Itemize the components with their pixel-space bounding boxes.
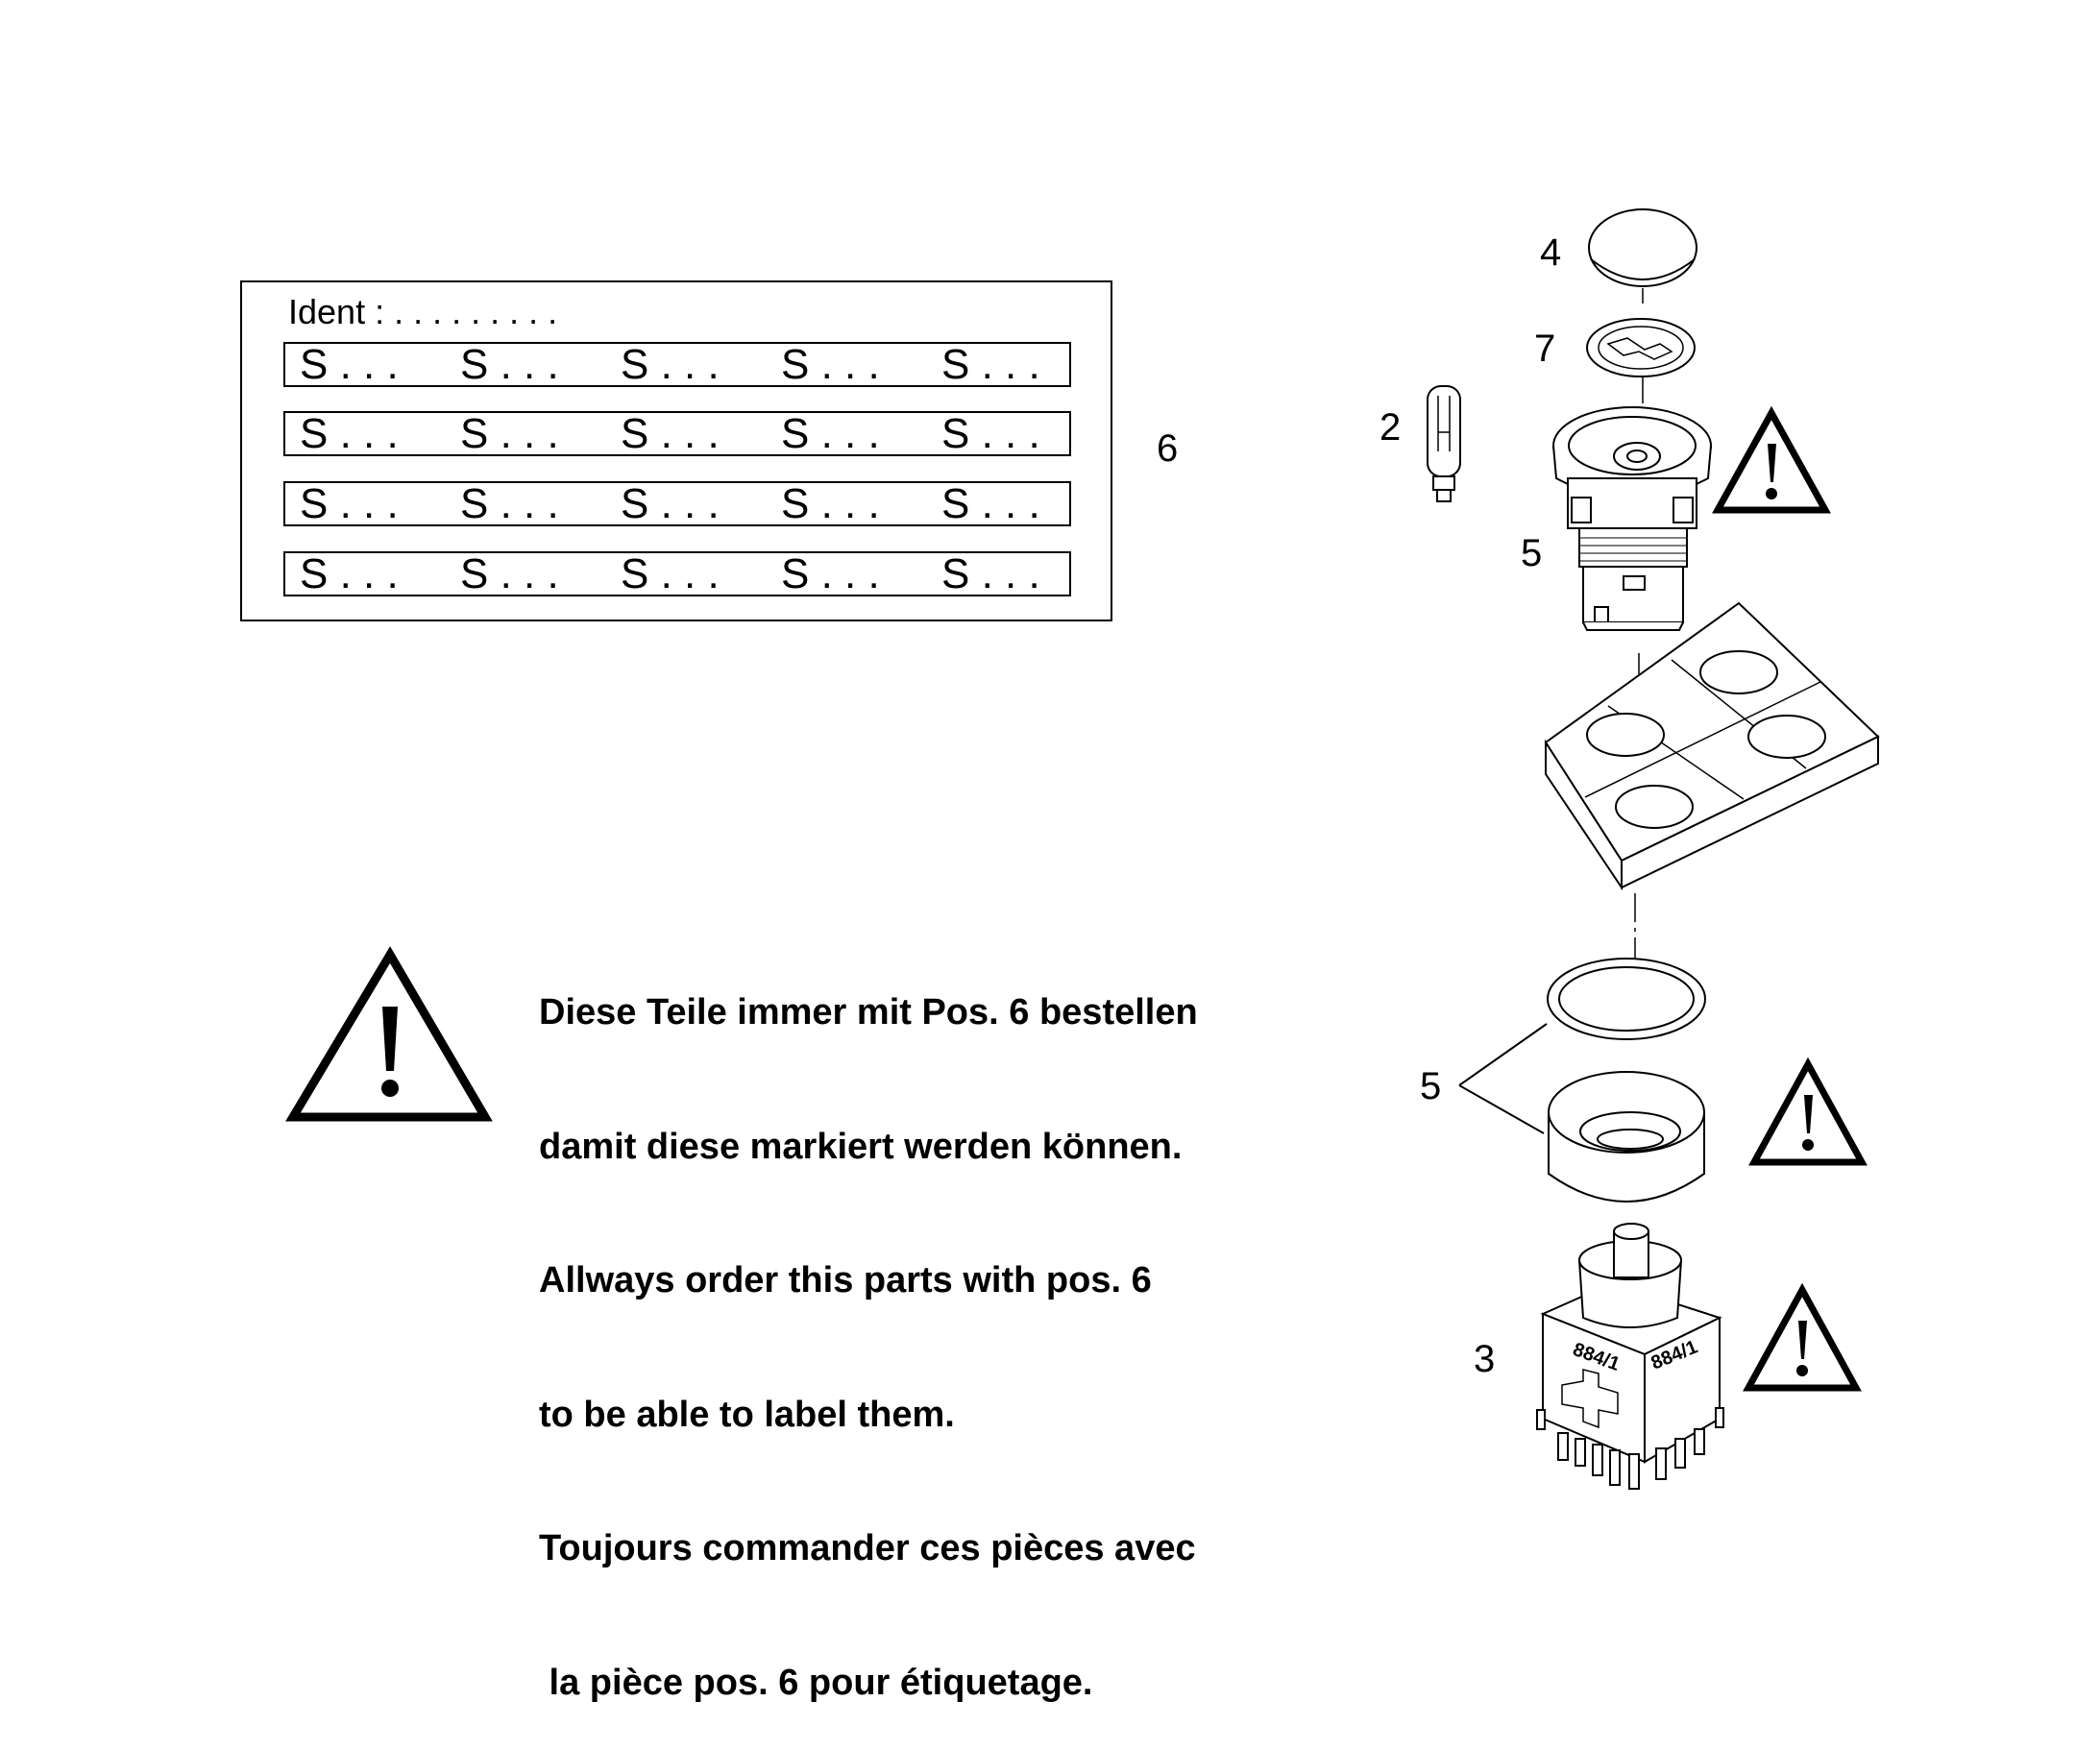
callout-6: 6 <box>1157 427 1178 470</box>
note-line: Allways order this parts with pos. 6 <box>539 1260 1152 1300</box>
callout-3: 3 <box>1474 1338 1495 1380</box>
label-cell: S . . . <box>460 550 559 597</box>
label-cell: S . . . <box>781 480 880 527</box>
warning-triangle-icon <box>1743 1282 1862 1392</box>
label-row-3: S . . . S . . . S . . . S . . . S . . . <box>283 480 1071 527</box>
label-sheet: Ident : . . . . . . . . . S . . . S . . … <box>240 280 1112 621</box>
ordering-note: Diese Teile immer mit Pos. 6 bestellen d… <box>539 901 1198 1750</box>
lens-insert-part <box>1586 318 1696 377</box>
note-line: to be able to label them. <box>539 1394 955 1435</box>
note-line: damit diese markiert werden können. <box>539 1126 1183 1167</box>
label-cell: S . . . <box>941 480 1040 527</box>
label-cell: S . . . <box>621 550 720 597</box>
label-cell: S . . . <box>941 410 1040 457</box>
label-cell: S . . . <box>941 341 1040 388</box>
label-cell: S . . . <box>300 550 399 597</box>
callout-5-rings: 5 <box>1420 1065 1441 1107</box>
ring-part <box>1547 958 1706 1040</box>
note-line: la pièce pos. 6 pour étiquetage. <box>539 1662 1093 1703</box>
warning-triangle-icon <box>1748 1057 1868 1166</box>
label-cell: S . . . <box>781 550 880 597</box>
cap-part <box>1588 208 1697 287</box>
label-row-4: S . . . S . . . S . . . S . . . S . . . <box>283 550 1071 597</box>
label-row-2: S . . . S . . . S . . . S . . . S . . . <box>283 410 1071 457</box>
ident-label: Ident : . . . . . . . . . <box>288 292 557 331</box>
label-cell: S . . . <box>460 480 559 527</box>
warning-triangle-icon <box>285 946 493 1122</box>
label-cell: S . . . <box>781 410 880 457</box>
mounting-plate <box>1544 601 1880 891</box>
label-cell: S . . . <box>941 550 1040 597</box>
callout-5-actuator: 5 <box>1521 532 1542 574</box>
lamp-part <box>1427 385 1461 502</box>
actuator-part <box>1552 406 1712 631</box>
label-cell: S . . . <box>300 410 399 457</box>
label-cell: S . . . <box>621 410 720 457</box>
note-line: Diese Teile immer mit Pos. 6 bestellen <box>539 992 1198 1033</box>
switch-block-part: 884/1 884/1 <box>1536 1223 1724 1490</box>
callout-2: 2 <box>1380 406 1401 449</box>
callout-7: 7 <box>1534 328 1555 370</box>
parts-diagram: Ident : . . . . . . . . . S . . . S . . … <box>240 208 1880 1490</box>
label-cell: S . . . <box>460 410 559 457</box>
callout-4: 4 <box>1540 231 1561 274</box>
bezel-part <box>1548 1071 1705 1203</box>
note-line: Toujours commander ces pièces avec <box>539 1528 1196 1568</box>
label-cell: S . . . <box>460 341 559 388</box>
label-row-1: S . . . S . . . S . . . S . . . S . . . <box>283 341 1071 388</box>
callout-5-leaders <box>1458 1023 1548 1134</box>
label-cell: S . . . <box>300 480 399 527</box>
warning-triangle-icon <box>1712 405 1831 514</box>
label-cell: S . . . <box>621 480 720 527</box>
label-cell: S . . . <box>621 341 720 388</box>
label-cell: S . . . <box>781 341 880 388</box>
label-cell: S . . . <box>300 341 399 388</box>
